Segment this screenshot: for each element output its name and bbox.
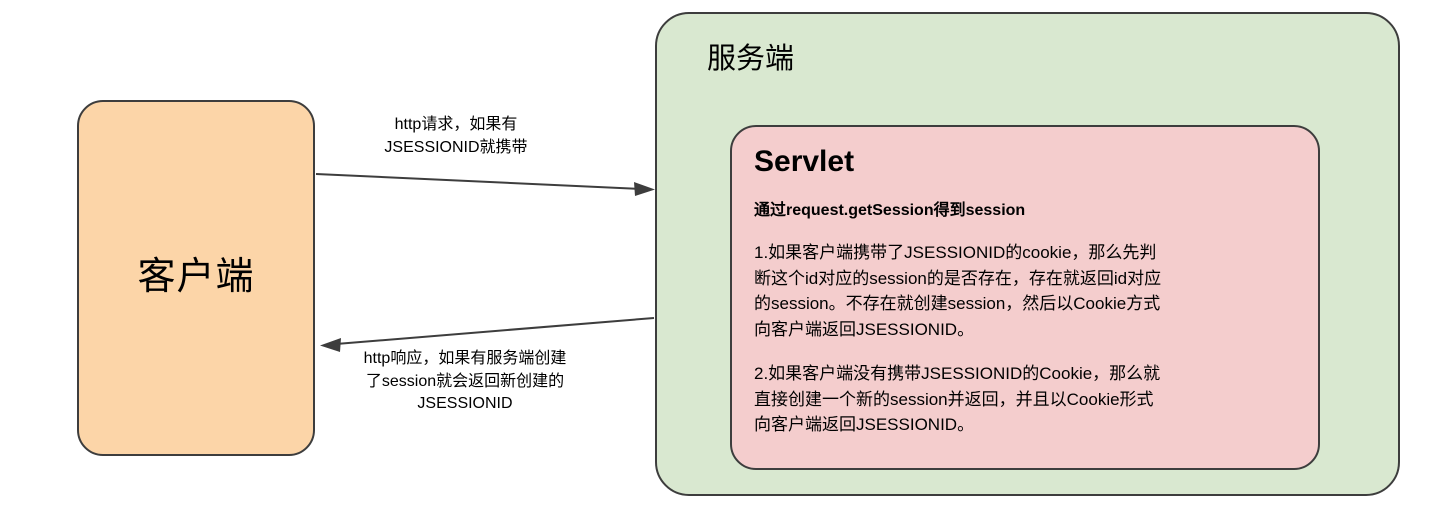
servlet-subtitle: 通过request.getSession得到session	[754, 201, 1026, 219]
response-arrow	[320, 317, 655, 352]
servlet-paragraph-1: 1.如果客户端携带了JSESSIONID的cookie，那么先判 断这个id对应…	[754, 243, 1162, 339]
request-arrow	[315, 173, 655, 196]
servlet-node[interactable]: Servlet 通过request.getSession得到session 1.…	[730, 125, 1320, 470]
servlet-paragraph-2: 2.如果客户端没有携带JSESSIONID的Cookie，那么就 直接创建一个新…	[754, 364, 1161, 435]
server-node-label: 服务端	[707, 43, 795, 75]
request-arrow-label: http请求，如果有 JSESSIONID就携带	[384, 116, 528, 156]
response-arrow-label: http响应，如果有服务端创建 了session就会返回新创建的 JSESSIO…	[363, 350, 567, 413]
client-node[interactable]: 客户端	[77, 100, 315, 456]
client-node-label: 客户端	[137, 256, 255, 299]
servlet-title: Servlet	[754, 145, 855, 178]
